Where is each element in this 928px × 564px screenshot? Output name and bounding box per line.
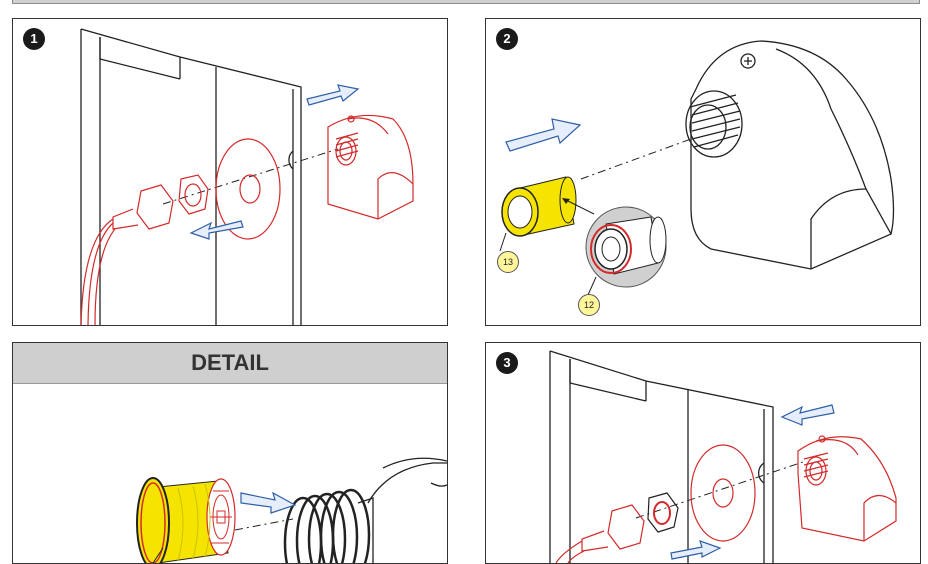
axis-line [162, 148, 339, 205]
elbow-fitting [797, 435, 897, 542]
direction-arrow-icon [189, 84, 360, 240]
detail-title: DETAIL [13, 343, 447, 384]
yellow-bushing-detail [136, 477, 236, 563]
tank-wall [80, 28, 302, 325]
step-1-panel: 1 [12, 18, 448, 326]
leader-line [563, 198, 595, 215]
lock-nut [178, 174, 209, 215]
axis-line [580, 138, 692, 180]
elbow-fitting-large [685, 40, 895, 270]
step-3-illustration [549, 350, 897, 563]
step-1-illustration [80, 28, 414, 325]
flange-washer [690, 444, 756, 542]
step-2-illustration [499, 40, 895, 296]
step-2-badge: 2 [496, 28, 518, 50]
flange-washer [215, 138, 281, 240]
top-bar [12, 0, 920, 4]
hose-connector [555, 504, 645, 563]
detail-illustration [136, 457, 447, 563]
part-label-12: 12 [578, 294, 600, 316]
seal-ring-magnifier [585, 206, 667, 288]
threaded-fitting-detail [283, 457, 447, 563]
leader-line [587, 276, 597, 296]
axis-line [234, 518, 294, 531]
elbow-fitting [327, 114, 414, 220]
hose-connector [80, 184, 174, 325]
step-2-panel: 2 [485, 18, 921, 326]
leader-line [499, 232, 507, 252]
axis-line [635, 460, 807, 519]
part-label-13: 13 [497, 251, 519, 273]
step-3-badge: 3 [496, 352, 518, 374]
leader-arrowhead [562, 198, 570, 204]
lock-nut [647, 492, 679, 533]
tank-wall [549, 350, 774, 563]
yellow-bushing [501, 176, 577, 237]
step-1-badge: 1 [23, 28, 45, 50]
direction-arrow-icon [505, 118, 582, 152]
detail-panel: DETAIL [12, 342, 448, 564]
direction-arrow-icon [240, 491, 297, 514]
step-3-panel: 3 [485, 342, 921, 564]
